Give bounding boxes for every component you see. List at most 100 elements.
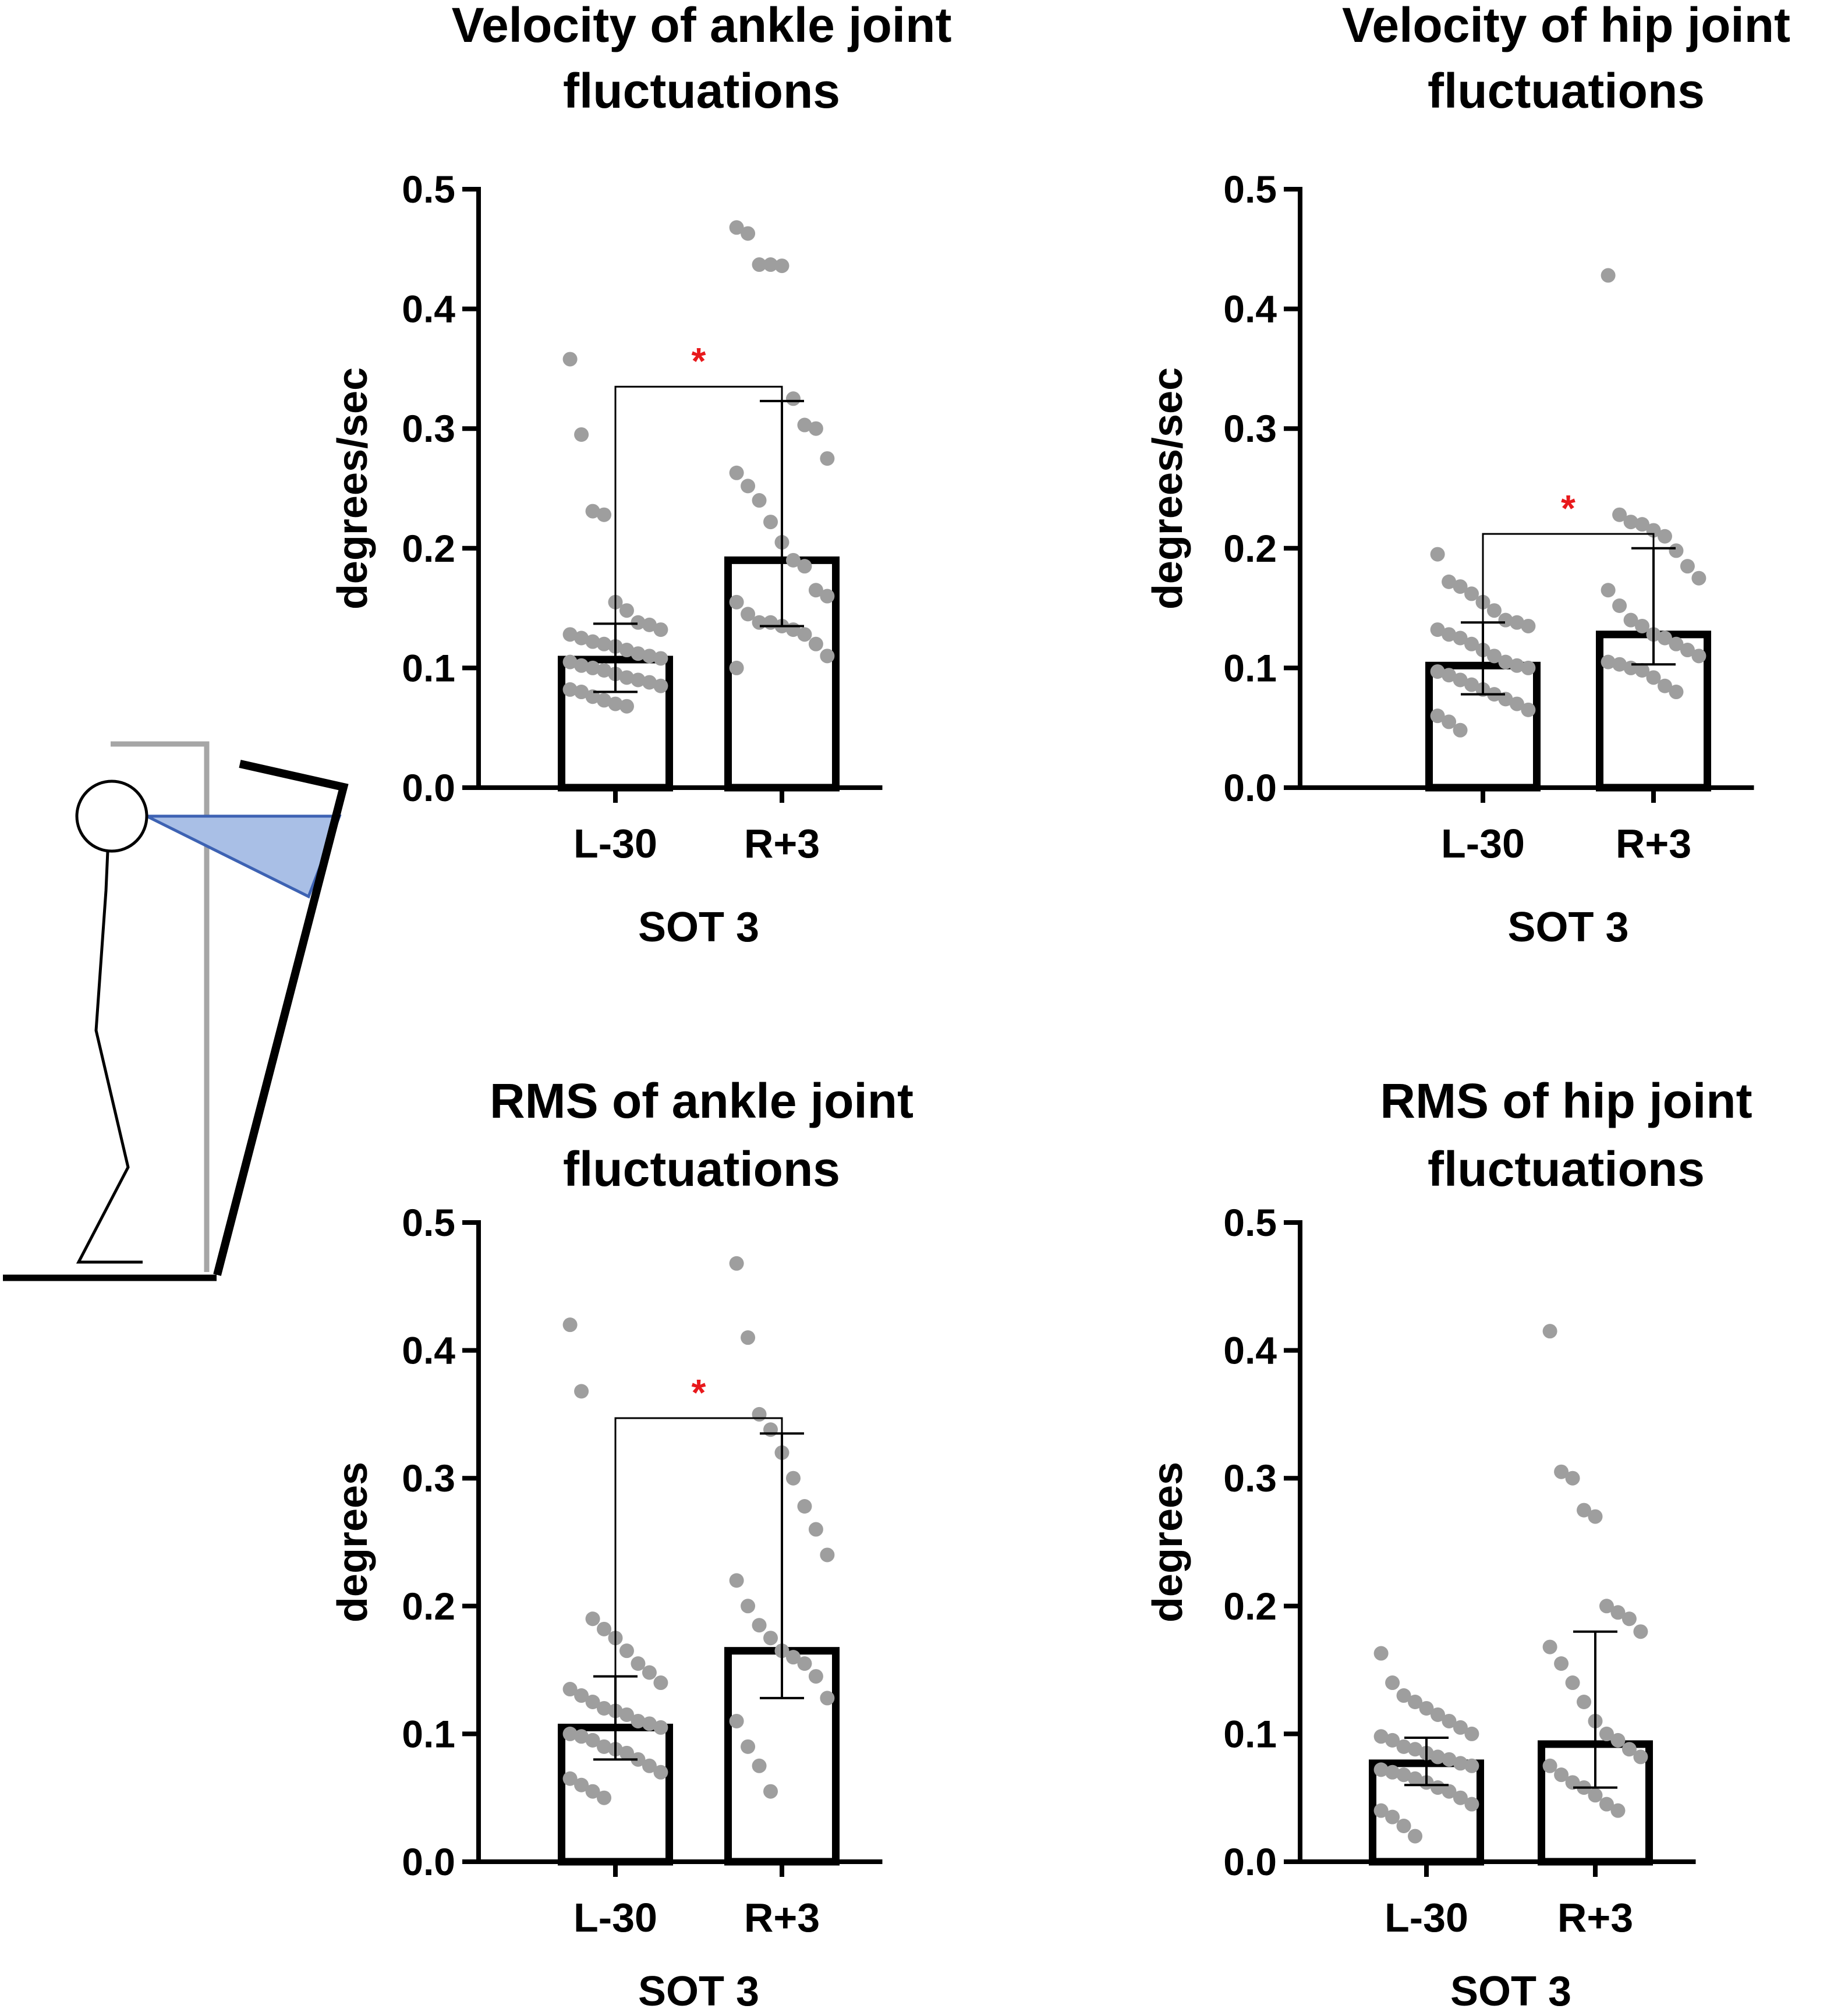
data-point: [562, 682, 578, 697]
data-point: [574, 685, 589, 700]
chart-title-line: fluctuations: [1428, 1142, 1705, 1196]
data-point: [1373, 1803, 1389, 1818]
data-point: [1453, 630, 1468, 646]
data-point: [1408, 1829, 1423, 1844]
y-tick-label: 0.0: [1223, 766, 1277, 809]
chart-velocity-hip: Velocity of hip jointfluctuations0.00.10…: [1145, 0, 1790, 951]
y-tick-label: 0.2: [402, 527, 455, 570]
data-point: [1453, 1720, 1468, 1735]
data-point: [1442, 574, 1457, 589]
y-axis-label: degrees/sec: [1145, 367, 1191, 610]
data-point: [574, 1384, 589, 1399]
category-label: L-30: [573, 821, 657, 866]
significance-marker: *: [692, 340, 706, 382]
data-point: [642, 617, 657, 632]
y-tick-label: 0.3: [402, 1457, 455, 1500]
data-point: [597, 693, 612, 708]
data-point: [1373, 1646, 1389, 1661]
data-point: [1554, 1464, 1569, 1479]
data-point: [1464, 1797, 1479, 1812]
data-point: [1430, 708, 1445, 724]
data-point: [1646, 670, 1661, 685]
data-point: [1498, 654, 1513, 669]
data-point: [1554, 1767, 1569, 1783]
data-point: [1442, 1713, 1457, 1728]
data-point: [1601, 654, 1616, 669]
data-point: [1430, 1749, 1445, 1765]
chart-title-line: Velocity of hip joint: [1342, 0, 1790, 52]
data-point: [741, 1330, 756, 1345]
data-point: [631, 1656, 646, 1671]
data-point: [574, 1729, 589, 1744]
data-point: [1442, 1752, 1457, 1767]
data-point: [1691, 649, 1706, 664]
data-point: [631, 672, 646, 688]
data-point: [1521, 660, 1536, 675]
y-tick-label: 0.4: [1223, 1329, 1277, 1372]
data-point: [797, 417, 812, 433]
data-point: [1486, 603, 1502, 618]
data-point: [1612, 598, 1627, 613]
data-point: [763, 257, 778, 272]
data-point: [1610, 1605, 1626, 1620]
data-point: [585, 660, 600, 675]
data-point: [1408, 1742, 1423, 1757]
data-point: [1453, 579, 1468, 594]
data-point: [1430, 664, 1445, 679]
x-axis-label: SOT 3: [638, 904, 759, 951]
data-point: [785, 1650, 801, 1665]
y-tick-label: 0.2: [1223, 527, 1277, 570]
data-point: [1453, 1790, 1468, 1805]
data-point: [1464, 677, 1479, 692]
data-point: [820, 1547, 835, 1563]
data-point: [1509, 696, 1524, 711]
data-point: [1610, 1803, 1626, 1818]
data-point: [797, 627, 812, 642]
data-point: [1588, 1788, 1603, 1803]
data-point: [562, 1317, 578, 1333]
data-point: [1565, 1775, 1580, 1790]
data-point: [729, 1713, 744, 1728]
data-point: [574, 1777, 589, 1792]
chart-title-line: fluctuations: [563, 1142, 840, 1196]
category-label: L-30: [1385, 1895, 1468, 1940]
data-point: [729, 1573, 744, 1588]
data-point: [1577, 1503, 1592, 1518]
data-point: [1396, 1767, 1411, 1783]
data-point: [1396, 1688, 1411, 1703]
data-point: [631, 646, 646, 661]
subject-body-icon: [76, 851, 143, 1264]
data-point: [808, 583, 823, 598]
significance-marker: *: [1561, 487, 1575, 529]
data-point: [741, 1739, 756, 1754]
data-point: [785, 391, 801, 406]
data-point: [1621, 1742, 1637, 1757]
data-point: [1509, 615, 1524, 630]
data-point: [653, 1675, 668, 1691]
data-point: [1509, 658, 1524, 673]
y-tick-label: 0.4: [402, 1329, 455, 1372]
data-point: [631, 1752, 646, 1767]
x-axis-label: SOT 3: [1507, 904, 1628, 951]
data-point: [741, 1599, 756, 1614]
data-point: [1601, 583, 1616, 598]
significance-bracket: [1482, 533, 1655, 623]
tilted-visual-surround: [213, 760, 349, 1276]
data-point: [752, 1758, 767, 1773]
data-point: [1396, 1739, 1411, 1754]
data-point: [1577, 1695, 1592, 1709]
data-point: [1621, 1611, 1637, 1627]
significance-bracket: [614, 385, 783, 624]
data-point: [1635, 618, 1650, 633]
data-point: [1464, 1726, 1479, 1741]
chart-title-line: fluctuations: [563, 63, 840, 118]
data-point: [1464, 1758, 1479, 1773]
data-point: [797, 1499, 812, 1514]
subject-head-icon: [75, 780, 148, 853]
y-tick-label: 0.2: [1223, 1585, 1277, 1628]
y-tick-label: 0.4: [402, 288, 455, 331]
y-tick-label: 0.1: [402, 646, 455, 689]
data-point: [729, 660, 744, 675]
y-axis-label: degrees: [330, 1462, 376, 1622]
data-point: [619, 670, 634, 685]
